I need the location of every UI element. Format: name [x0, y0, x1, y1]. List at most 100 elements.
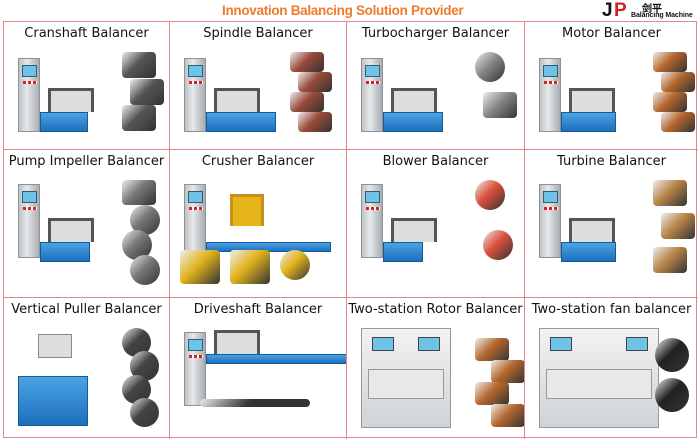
armature-part — [661, 72, 695, 92]
display-screen — [188, 191, 203, 203]
display-screen — [543, 191, 558, 203]
control-buttons — [366, 207, 380, 210]
control-buttons — [23, 81, 37, 84]
product-title: Spindle Balancer — [203, 26, 313, 41]
product-card[interactable]: Two-station fan balancer — [525, 298, 698, 439]
machine-bed — [40, 112, 88, 132]
support-frame — [230, 194, 264, 226]
display-screen — [365, 65, 380, 77]
two-station-machine — [539, 328, 659, 428]
display-screen — [543, 65, 558, 77]
control-cabinet — [361, 184, 383, 258]
control-buttons — [366, 81, 380, 84]
machine-bed — [561, 112, 616, 132]
tagline: Innovation Balancing Solution Provider — [222, 3, 464, 18]
product-card[interactable]: Crusher Balancer — [170, 150, 347, 298]
armature-part — [491, 360, 524, 384]
crankshaft-part — [122, 105, 156, 132]
display-screen — [188, 65, 203, 77]
armature-part — [122, 180, 156, 205]
turbine-wheel-part — [475, 52, 505, 82]
support-frame — [569, 218, 615, 242]
fan-blade-part — [655, 378, 689, 412]
product-title: Crusher Balancer — [201, 154, 315, 169]
control-cabinet — [184, 332, 206, 406]
turbine-rotor-part — [483, 92, 517, 118]
control-buttons — [544, 207, 558, 210]
product-title: Pump Impeller Balancer — [8, 154, 165, 169]
crankshaft-part — [130, 78, 164, 105]
fan-impeller-part — [280, 250, 310, 280]
display-screen — [188, 339, 203, 351]
display-screen — [365, 191, 380, 203]
product-card[interactable]: Driveshaft Balancer — [170, 298, 347, 439]
armature-part — [475, 382, 509, 406]
product-title: Motor Balancer — [562, 26, 661, 41]
driveshaft-part — [200, 399, 310, 407]
blower-wheel-part — [483, 230, 513, 260]
brand-logo: J P 剑平 Balancing Machine — [602, 1, 700, 21]
control-cabinet — [184, 58, 206, 132]
support-frame — [48, 218, 94, 242]
machine-bed — [383, 112, 443, 132]
spindle-part — [290, 92, 324, 112]
machine-bed — [206, 112, 276, 132]
product-title: Two-station Rotor Balancer — [348, 302, 523, 317]
support-frame — [391, 88, 437, 112]
product-title: Two-station fan balancer — [531, 302, 692, 317]
product-card[interactable]: Motor Balancer — [525, 22, 698, 150]
display-screen — [22, 65, 37, 77]
support-frame — [214, 330, 260, 354]
control-cabinet — [18, 184, 40, 258]
control-cabinet — [539, 58, 561, 132]
support-frame — [569, 88, 615, 112]
control-cabinet — [18, 58, 40, 132]
vertical-balancer-machine — [18, 334, 88, 426]
armature-part — [661, 112, 695, 132]
product-card[interactable]: Two-station Rotor Balancer — [347, 298, 525, 439]
logo-english: Balancing Machine — [631, 12, 693, 19]
control-buttons — [189, 355, 203, 358]
product-card[interactable]: Turbocharger Balancer — [347, 22, 525, 150]
product-card[interactable]: Vertical Puller Balancer — [4, 298, 170, 439]
display-screen — [22, 191, 37, 203]
logo-letter-j: J — [602, 0, 612, 21]
machine-bed — [206, 354, 346, 364]
two-station-machine — [361, 328, 451, 428]
armature-part — [475, 338, 509, 362]
control-buttons — [189, 81, 203, 84]
logo-chinese: 剑平 — [642, 4, 662, 15]
product-grid: Cranshaft Balancer Spindle Balancer Turboc… — [3, 21, 698, 439]
support-frame — [214, 88, 260, 112]
gearbox-part — [290, 52, 324, 72]
crusher-rotor-part — [180, 250, 220, 284]
product-title: Cranshaft Balancer — [24, 26, 149, 41]
product-card[interactable]: Spindle Balancer — [170, 22, 347, 150]
product-title: Turbine Balancer — [557, 154, 666, 169]
control-buttons — [189, 207, 203, 210]
product-card[interactable]: Turbine Balancer — [525, 150, 698, 298]
logo-letter-p: P — [614, 0, 627, 21]
fan-part — [655, 338, 689, 372]
motor-part — [298, 112, 332, 132]
product-card[interactable]: Blower Balancer — [347, 150, 525, 298]
support-frame — [48, 88, 94, 112]
control-buttons — [544, 81, 558, 84]
control-cabinet — [361, 58, 383, 132]
product-card[interactable]: Pump Impeller Balancer — [4, 150, 170, 298]
machine-bed — [40, 242, 90, 262]
impeller-part — [130, 255, 160, 285]
screw-rotor-part — [661, 213, 695, 240]
pulley-part — [130, 397, 160, 427]
machine-bed — [561, 242, 616, 262]
armature-part — [653, 52, 687, 72]
machine-bed — [383, 242, 423, 262]
spindle-part — [298, 72, 332, 92]
control-cabinet — [539, 184, 561, 258]
product-title: Driveshaft Balancer — [193, 302, 323, 317]
control-buttons — [23, 207, 37, 210]
turbine-blade-part — [653, 246, 687, 273]
crusher-rotor-part — [230, 250, 270, 284]
product-card[interactable]: Cranshaft Balancer — [4, 22, 170, 150]
product-title: Turbocharger Balancer — [361, 26, 510, 41]
